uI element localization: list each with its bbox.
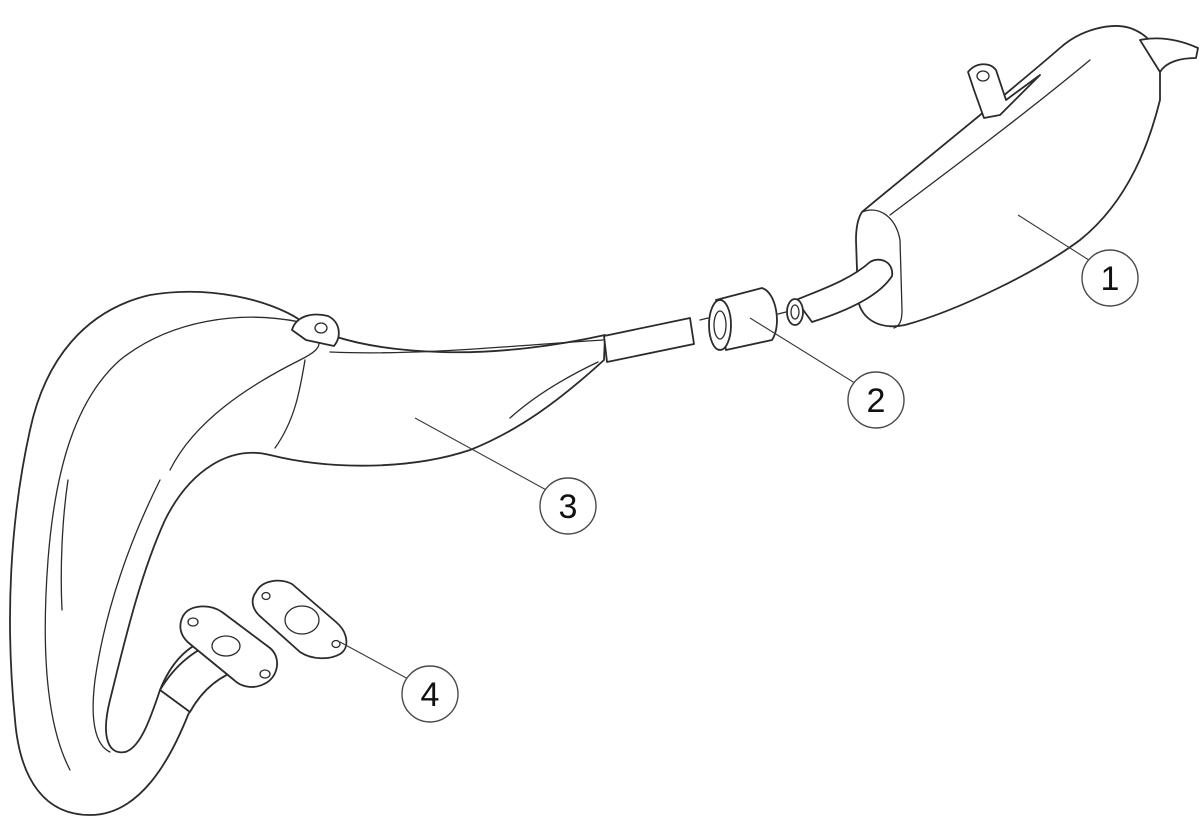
callout-label-2: 2 (867, 382, 886, 420)
callout-label-4: 4 (421, 676, 440, 714)
coupling-sleeve (699, 287, 787, 351)
callout-2: 2 (847, 371, 905, 429)
leader-line-3 (414, 417, 551, 493)
leader-line-1 (1017, 214, 1093, 263)
silencer (786, 25, 1199, 329)
callout-3: 3 (539, 477, 597, 535)
flange-gasket (251, 579, 348, 660)
leader-line-2 (749, 317, 859, 386)
callout-1: 1 (1081, 249, 1139, 307)
leader-line-4 (339, 641, 411, 681)
callout-label-1: 1 (1101, 260, 1120, 298)
callout-4: 4 (401, 665, 459, 723)
callout-label-3: 3 (559, 488, 578, 526)
expansion-chamber (9, 290, 695, 816)
